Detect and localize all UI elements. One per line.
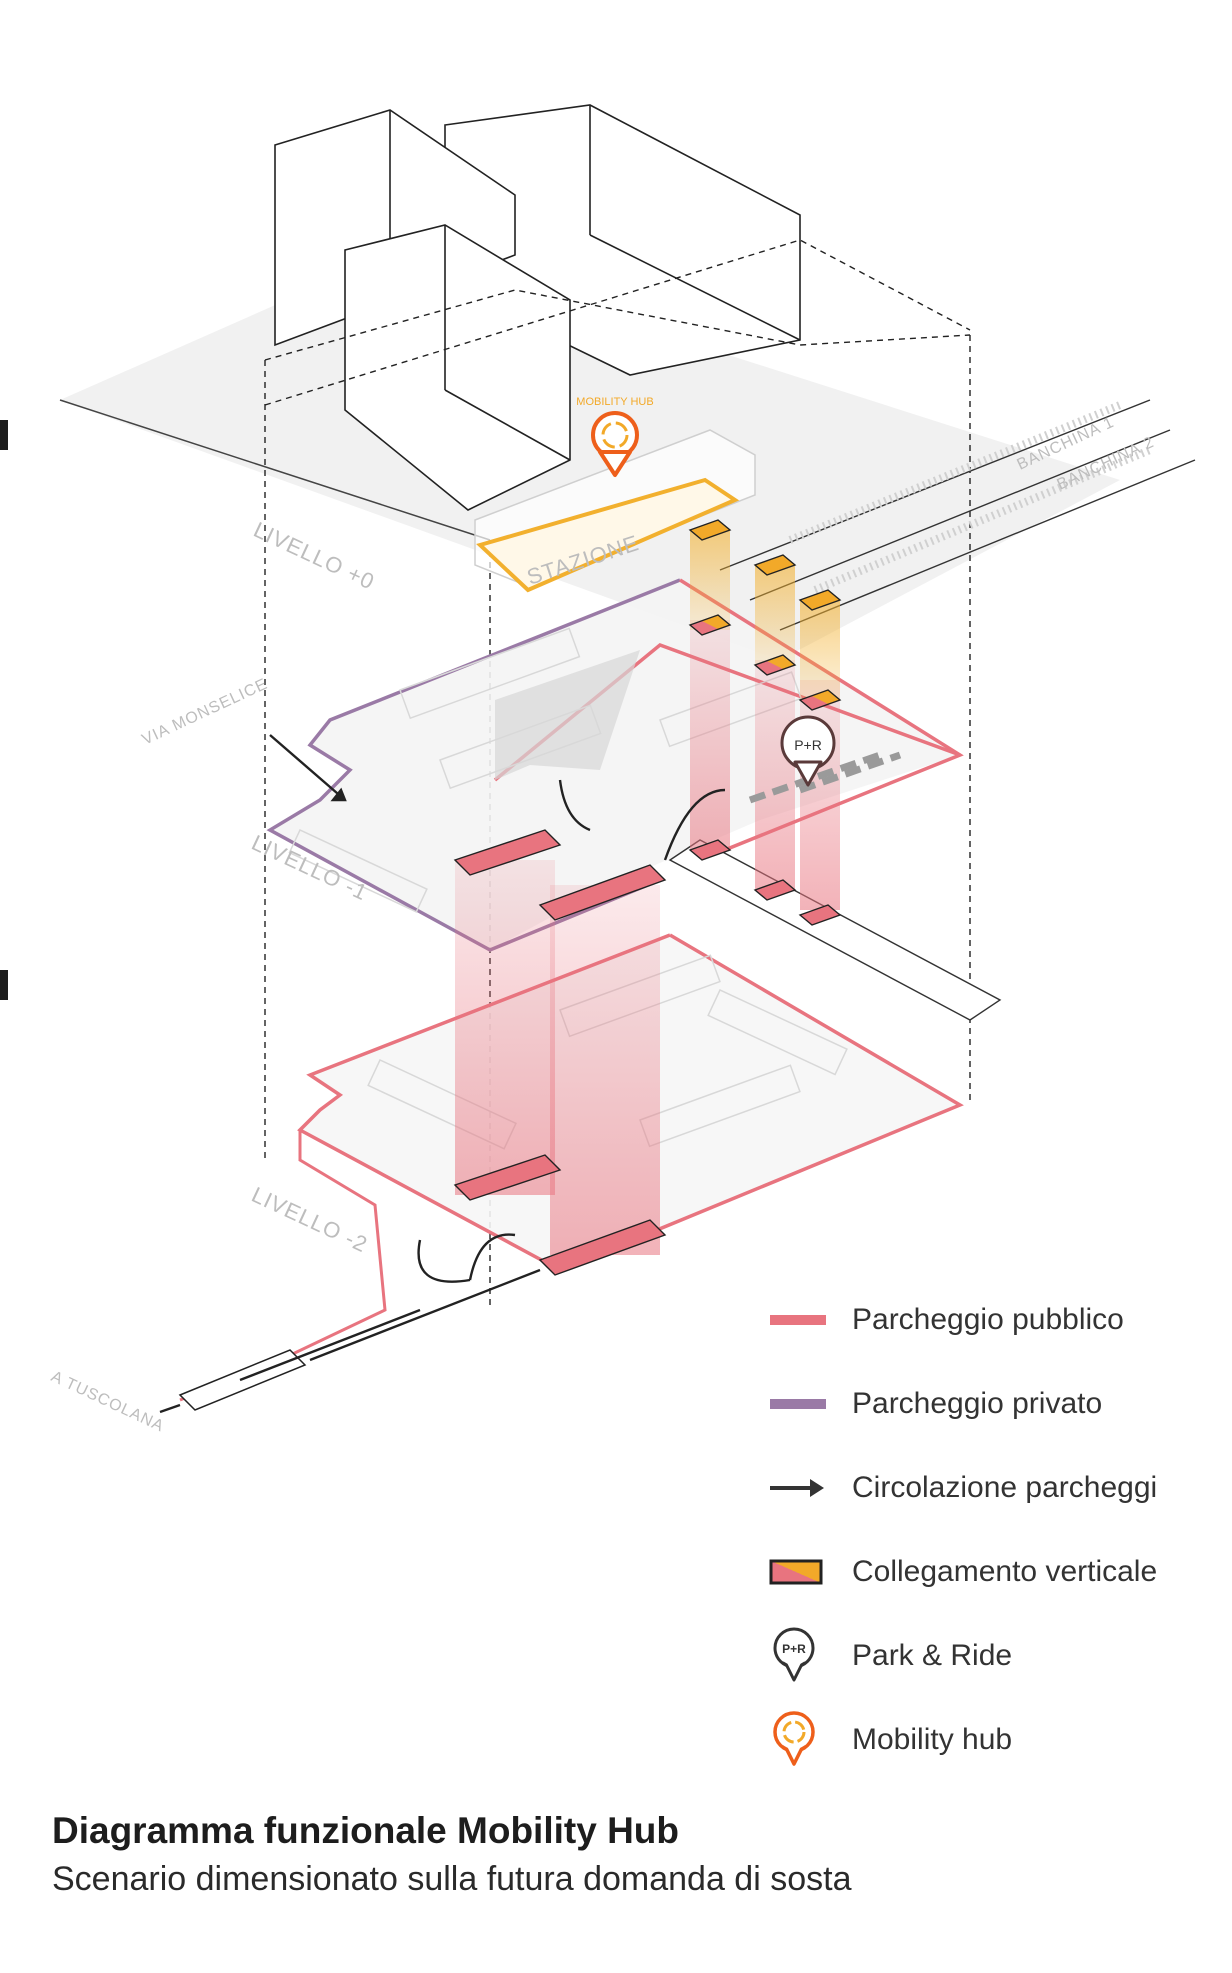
buildings	[274, 104, 801, 511]
legend-item-private-parking: Parcheggio privato	[766, 1374, 1226, 1434]
legend-item-park-ride: P+R Park & Ride	[766, 1626, 1226, 1686]
mobility-hub-badge: MOBILITY HUB	[576, 396, 653, 408]
label-via-tuscolana: A TUSCOLANA	[48, 1368, 166, 1435]
left-edge-glyph-top	[0, 420, 8, 450]
left-edge-glyph-bottom	[0, 970, 8, 1000]
legend-item-mobility-hub: Mobility hub	[766, 1710, 1226, 1770]
caption-title: Diagramma funzionale Mobility Hub	[52, 1810, 679, 1851]
pink-line-icon	[770, 1315, 826, 1325]
vertical-shafts	[453, 519, 842, 1276]
legend-item-vertical-link: Collegamento verticale	[766, 1542, 1226, 1602]
purple-line-icon	[770, 1399, 826, 1409]
park-ride-pin-icon: P+R	[773, 1627, 815, 1682]
park-ride-pin-icon: P+R	[780, 715, 836, 787]
mobility-hub-pin-icon	[773, 1711, 815, 1766]
legend-label: Circolazione parcheggi	[852, 1471, 1158, 1504]
park-ride-stalls	[748, 751, 902, 804]
svg-text:P+R: P+R	[782, 1642, 806, 1656]
legend-label: Mobility hub	[852, 1723, 1013, 1756]
caption-subtitle: Scenario dimensionato sulla futura doman…	[52, 1860, 852, 1898]
station-box	[474, 429, 756, 593]
legend-label: Parcheggio privato	[852, 1387, 1103, 1420]
label-level0: LIVELLO +0	[250, 517, 379, 595]
park-ride-badge: P+R	[794, 737, 822, 753]
legend-label: Collegamento verticale	[852, 1555, 1158, 1588]
caption: Diagramma funzionale Mobility Hub Scenar…	[52, 1810, 1202, 1899]
legend-label: Park & Ride	[852, 1639, 1013, 1672]
mobility-hub-pin-icon: MOBILITY HUB	[576, 396, 654, 477]
vertical-link-icon	[769, 1559, 823, 1585]
legend-item-circulation: Circolazione parcheggi	[766, 1458, 1226, 1518]
label-via-monselice: VIA MONSELICE	[140, 675, 271, 748]
legend-label: Parcheggio pubblico	[852, 1303, 1124, 1336]
arrow-icon	[770, 1479, 824, 1497]
legend-item-public-parking: Parcheggio pubblico	[766, 1290, 1226, 1350]
railway-tracks	[719, 399, 1196, 631]
circulation-arrows	[159, 734, 726, 1414]
